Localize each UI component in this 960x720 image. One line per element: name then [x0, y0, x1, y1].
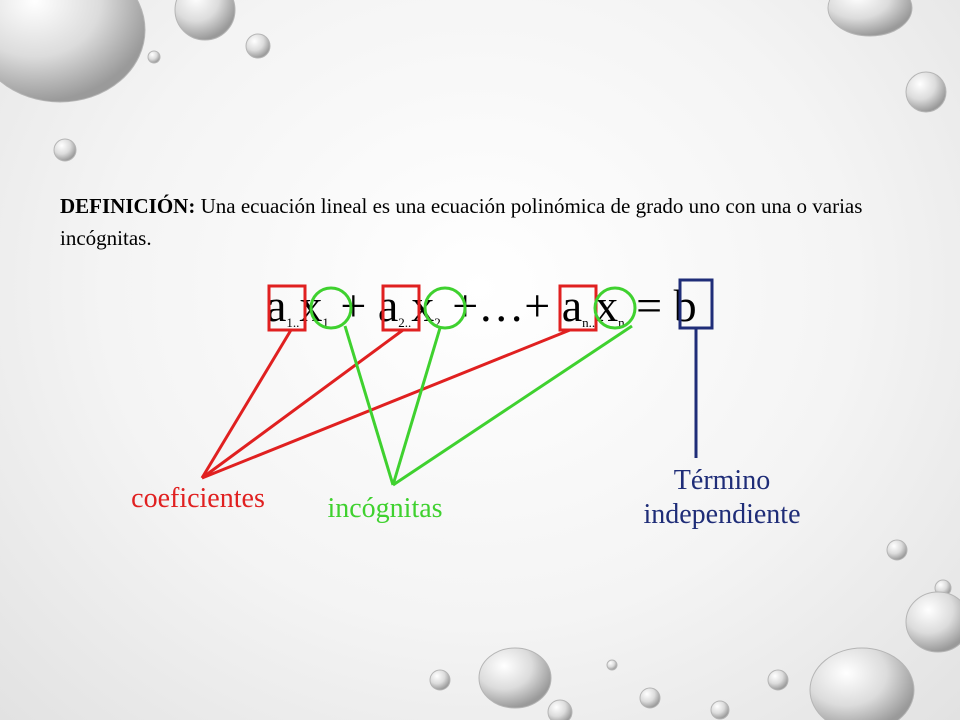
equals-sign: =: [636, 280, 663, 331]
water-drop: [905, 71, 947, 113]
subscript-1: 1: [286, 315, 293, 330]
coef-a2-box: [381, 284, 421, 332]
water-drop: [809, 647, 915, 720]
var-connector-line: [391, 327, 442, 486]
water-drop: [827, 0, 913, 37]
water-drop: [886, 539, 908, 561]
coef-connector-line: [201, 328, 571, 480]
coef-an: an: [562, 278, 589, 351]
water-drop: [174, 0, 236, 41]
var-x1-circle: [309, 286, 353, 330]
var-connector-line: [392, 324, 633, 487]
water-drop: [429, 669, 451, 691]
ellipsis: …: [478, 280, 525, 331]
var-connector-line: [343, 325, 395, 486]
water-drop: [905, 591, 960, 653]
termino-independiente-label: Término independiente: [612, 464, 832, 532]
var-x2-circle: [423, 286, 467, 330]
water-drop: [606, 659, 618, 671]
termino-label-line2: independiente: [643, 499, 801, 530]
incognitas-label: incógnitas: [327, 493, 443, 524]
water-drop: [639, 687, 661, 709]
water-drop: [547, 699, 573, 720]
termino-label-line1: Término: [673, 465, 771, 496]
constant-b-box: [678, 278, 714, 330]
coef-connector-line: [200, 329, 293, 479]
var-xn-circle: [593, 286, 637, 330]
coef-a1: a1: [266, 278, 293, 351]
subscript-n: n: [582, 315, 589, 330]
subscript-1: 1: [322, 315, 329, 330]
coef-an-box: [558, 284, 598, 332]
water-drop: [710, 700, 730, 720]
coef-a1-box: [267, 284, 307, 332]
subscript-2: 2: [398, 315, 405, 330]
dot-operator: ..: [404, 315, 412, 330]
definition-body: Una ecuación lineal es una ecuación poli…: [60, 194, 863, 250]
subscript-n: n: [618, 315, 625, 330]
subscript-2: 2: [434, 315, 441, 330]
definition-label: DEFINICIÓN:: [60, 194, 196, 218]
definition-text: DEFINICIÓN: Una ecuación lineal es una e…: [60, 190, 910, 254]
water-drop: [53, 138, 77, 162]
plus-sign: +: [524, 280, 551, 331]
water-drop: [147, 50, 161, 64]
water-drop: [0, 0, 146, 103]
dot-operator: ..: [292, 315, 300, 330]
coef-connector-line: [201, 328, 404, 480]
water-drop: [245, 33, 271, 59]
water-drop: [767, 669, 789, 691]
coeficientes-label: coeficientes: [131, 483, 265, 514]
water-drop: [478, 647, 552, 709]
dot-operator: ..: [588, 315, 596, 330]
